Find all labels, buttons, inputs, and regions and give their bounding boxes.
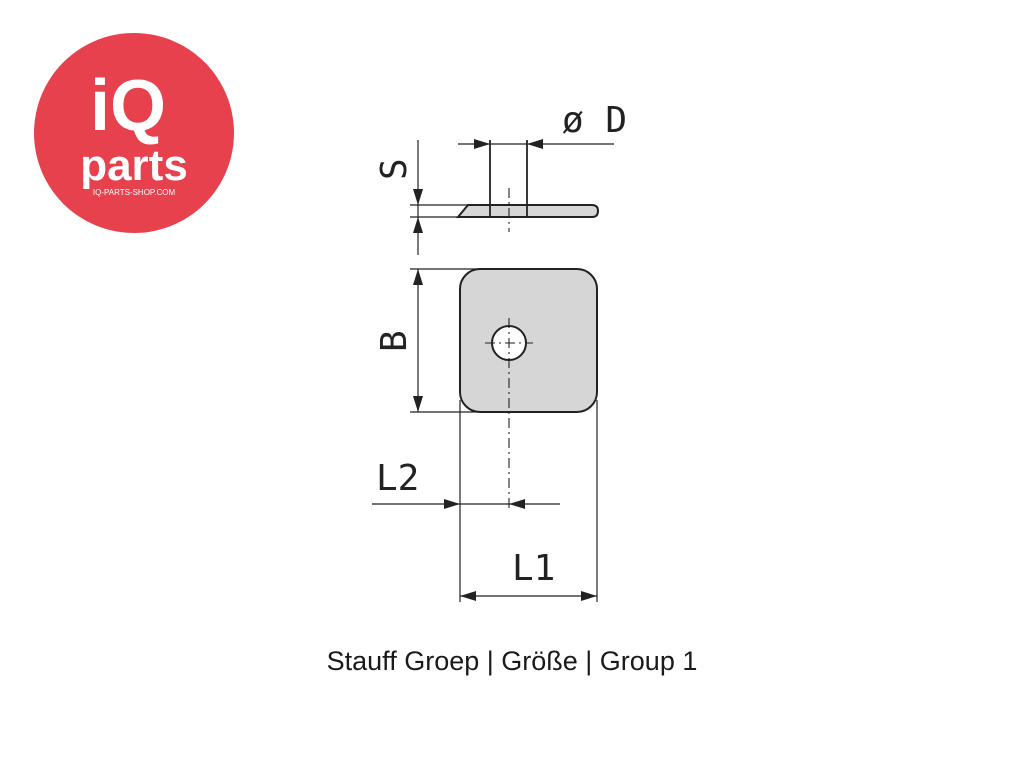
diameter-arrow-left (474, 139, 490, 149)
plate-top-view (459, 268, 598, 413)
label-diameter: ø D (562, 100, 627, 141)
l1-arrow-left (460, 591, 476, 601)
width-arrow-bottom (413, 396, 423, 412)
l2-arrow-right (509, 499, 525, 509)
width-arrow-top (413, 269, 423, 285)
logo-parts-text: parts (80, 141, 188, 190)
label-width: B (374, 330, 415, 352)
caption: Stauff Groep | Größe | Group 1 (326, 646, 698, 676)
plate-side-profile (455, 204, 600, 218)
logo-iq-text: iQ (90, 66, 166, 146)
diameter-arrow-right (527, 139, 543, 149)
logo-tagline: IQ-PARTS-SHOP.COM (93, 188, 176, 197)
l1-arrow-right (581, 591, 597, 601)
thickness-arrow-top (413, 189, 423, 205)
label-thickness: S (374, 158, 415, 180)
label-hole-offset: L2 (376, 458, 419, 499)
logo-circle (34, 33, 234, 233)
label-length: L1 (512, 548, 555, 589)
side-view (410, 139, 614, 255)
iq-parts-logo: iQ parts IQ-PARTS-SHOP.COM (34, 33, 234, 233)
thickness-arrow-bottom (413, 217, 423, 233)
top-view (372, 268, 598, 602)
l2-arrow-left (444, 499, 460, 509)
